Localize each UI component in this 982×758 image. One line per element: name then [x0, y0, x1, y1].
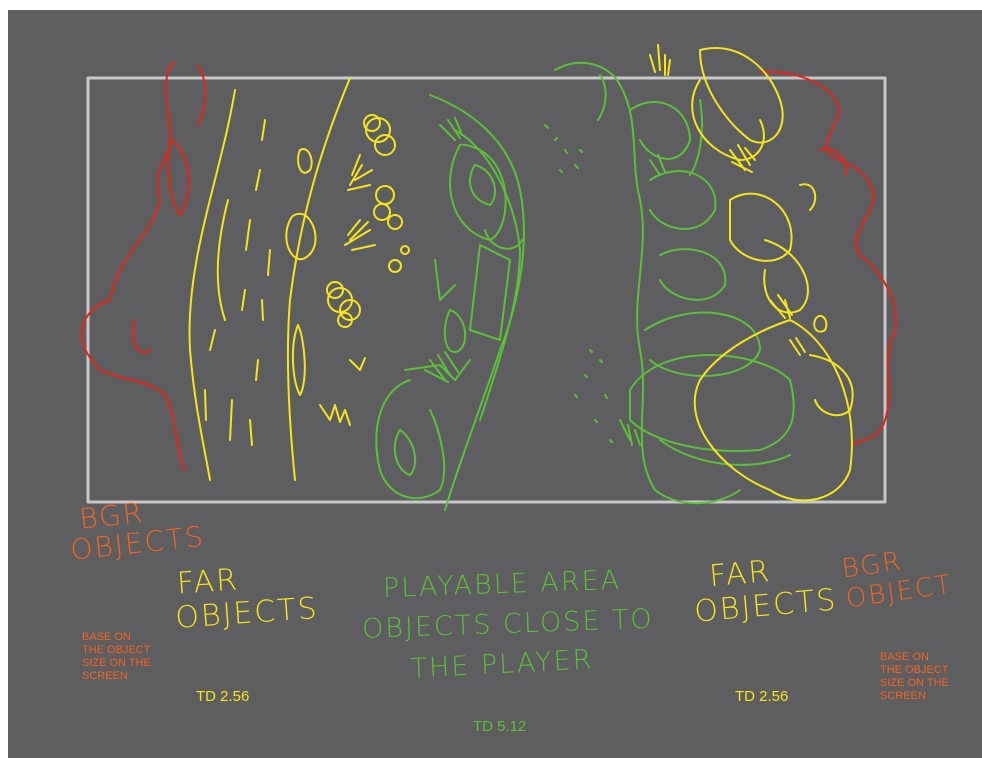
right-far-objects-label: FAR OBJECTS	[690, 550, 839, 630]
left-note-line: SCREEN	[82, 670, 151, 683]
right-note-line: BASE ON	[880, 651, 949, 664]
left-note-line: THE OBJECT	[82, 644, 151, 657]
right-note-line: THE OBJECT	[880, 664, 949, 677]
left-note: BASE ON THE OBJECT SIZE ON THE SCREEN	[82, 631, 151, 683]
left-bg-objects-label: BGR OBJECTS	[66, 492, 206, 566]
left-far-objects-sketch	[190, 78, 409, 480]
center-playable-label: PLAYABLE AREA OBJECTS CLOSE TO THE PLAYE…	[362, 565, 642, 685]
right-td-value: TD 2.56	[735, 688, 788, 705]
left-td-value: TD 2.56	[196, 688, 249, 705]
right-note-line: SIZE ON THE	[880, 677, 949, 690]
left-note-line: BASE ON	[82, 631, 151, 644]
left-bg-object-sketch	[82, 62, 205, 470]
left-far-objects-label: FAR OBJECTS	[172, 558, 320, 636]
center-td-value: TD 5.12	[473, 718, 526, 735]
right-note-line: SCREEN	[880, 690, 949, 703]
right-note: BASE ON THE OBJECT SIZE ON THE SCREEN	[880, 651, 949, 703]
playable-area-sketch	[376, 63, 794, 510]
left-note-line: SIZE ON THE	[82, 657, 151, 670]
